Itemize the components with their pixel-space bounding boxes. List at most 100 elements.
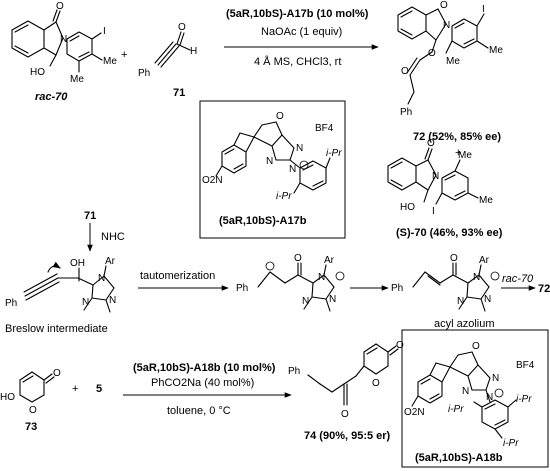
atom-n: N bbox=[296, 143, 303, 154]
atom-o: O bbox=[440, 0, 448, 11]
positive-charge bbox=[490, 271, 500, 281]
reagent-5: 5 bbox=[96, 383, 102, 395]
atom-n: N bbox=[289, 164, 296, 175]
atom-n: N bbox=[486, 392, 493, 403]
atom-o: O bbox=[428, 48, 436, 59]
reactant-rac-70: rac-70 bbox=[502, 273, 534, 285]
catalyst-a17b-structure bbox=[215, 121, 331, 194]
substrate-label: rac-70 bbox=[35, 91, 68, 103]
substituent-ipr: i-Pr bbox=[448, 404, 464, 415]
positive-charge bbox=[299, 160, 309, 170]
atom-oh: OH bbox=[70, 258, 85, 269]
atom-ph: Ph bbox=[236, 283, 248, 294]
substituent-nitro: O2N bbox=[202, 175, 223, 186]
atom-ho: HO bbox=[30, 67, 45, 78]
atom-o: O bbox=[450, 253, 458, 264]
atom-n: N bbox=[457, 296, 464, 307]
substrate-73-structure bbox=[19, 371, 55, 403]
atom-o: O bbox=[29, 405, 37, 416]
atom-me: Me bbox=[446, 56, 460, 67]
condition-additive: PhCO2Na (40 mol%) bbox=[151, 377, 254, 389]
atom-n: N bbox=[318, 272, 325, 283]
substituent-nitro: O2N bbox=[404, 407, 425, 418]
product-74-label: 74 (90%, 95:5 er) bbox=[304, 430, 391, 442]
plus-sign: + bbox=[121, 49, 127, 61]
substrate-rac-70-structure bbox=[11, 9, 103, 73]
atom-o: O bbox=[472, 341, 480, 352]
atom-me: Me bbox=[458, 150, 472, 161]
atom-o: O bbox=[372, 378, 380, 389]
atom-ar: Ar bbox=[105, 256, 116, 267]
product-72: 72 bbox=[538, 283, 550, 295]
catalyst-label: (5aR,10bS)-A17b bbox=[219, 215, 307, 227]
positive-charge bbox=[494, 388, 504, 398]
plus-sign: + bbox=[455, 147, 461, 159]
recovered-s-70-structure bbox=[387, 147, 479, 205]
atom-n: N bbox=[266, 156, 273, 167]
atom-ph: Ph bbox=[5, 298, 17, 309]
product-label: 72 (52%, 85% ee) bbox=[413, 131, 501, 143]
atom-o: O bbox=[401, 66, 409, 77]
breslow-label: Breslow intermediate bbox=[5, 323, 108, 335]
atom-i: I bbox=[432, 206, 435, 217]
atom-n: N bbox=[98, 273, 105, 284]
atom-me: Me bbox=[103, 56, 117, 67]
atom-n: N bbox=[492, 373, 499, 384]
atom-ar: Ar bbox=[479, 255, 490, 266]
reagent-71-structure bbox=[154, 31, 191, 68]
atom-h: H bbox=[190, 46, 197, 57]
acyl-azolium-structure bbox=[412, 262, 490, 312]
atom-n: N bbox=[329, 294, 336, 305]
atom-n: N bbox=[432, 171, 439, 182]
atom-me: Me bbox=[479, 195, 493, 206]
condition-catalyst: (5aR,10bS)-A18b (10 mol%) bbox=[133, 362, 276, 374]
atom-n: N bbox=[60, 34, 67, 45]
atom-o: O bbox=[427, 138, 435, 149]
acyl-azolium-label: acyl azolium bbox=[434, 318, 495, 330]
atom-n: N bbox=[443, 20, 450, 31]
atom-n: N bbox=[302, 296, 309, 307]
catalyst-a17b-box bbox=[199, 100, 346, 239]
positive-charge bbox=[335, 271, 345, 281]
atom-me: Me bbox=[489, 45, 503, 56]
catalyst-a18b-box bbox=[401, 329, 549, 468]
reagent-label: 71 bbox=[173, 87, 185, 99]
tautomerization-label: tautomerization bbox=[140, 270, 215, 282]
atom-ph: Ph bbox=[400, 107, 412, 118]
atom-i: I bbox=[103, 26, 106, 37]
atom-n: N bbox=[462, 386, 469, 397]
plus-sign: + bbox=[72, 383, 78, 395]
atom-o: O bbox=[276, 111, 284, 122]
catalyst-label: (5aR,10bS)-A18b bbox=[415, 452, 503, 464]
condition-solvent: 4 Å MS, CHCl3, rt bbox=[254, 55, 341, 68]
substituent-ipr: i-Pr bbox=[503, 438, 519, 449]
condition-base: NaOAc (1 equiv) bbox=[261, 26, 342, 38]
nhc-label: NHC bbox=[101, 231, 125, 243]
atom-ph: Ph bbox=[391, 283, 403, 294]
breslow-intermediate-structure bbox=[23, 261, 115, 313]
mechanism-start-71: 71 bbox=[84, 210, 96, 222]
atom-i: I bbox=[482, 4, 485, 15]
catalyst-a18b-structure bbox=[411, 351, 517, 439]
atom-n: N bbox=[82, 297, 89, 308]
condition-catalyst: (5aR,10bS)-A17b (10 mol%) bbox=[226, 8, 369, 20]
atom-o: O bbox=[396, 340, 404, 351]
atom-o: O bbox=[294, 253, 302, 264]
atom-ph: Ph bbox=[138, 68, 150, 79]
negative-charge bbox=[265, 261, 275, 271]
atom-o: O bbox=[341, 409, 349, 420]
atom-o: O bbox=[178, 22, 186, 33]
atom-ph: Ph bbox=[288, 366, 300, 377]
atom-me: Me bbox=[70, 74, 84, 85]
product-74-structure bbox=[307, 343, 399, 406]
condition-solvent: toluene, 0 °C bbox=[167, 405, 231, 417]
atom-o: O bbox=[56, 1, 64, 12]
atom-n: N bbox=[484, 294, 491, 305]
substrate-73-label: 73 bbox=[25, 421, 37, 433]
atom-ar: Ar bbox=[324, 255, 335, 266]
substituent-ipr: i-Pr bbox=[326, 148, 342, 159]
atom-n: N bbox=[473, 272, 480, 283]
atom-n: N bbox=[109, 295, 116, 306]
substituent-ipr: i-Pr bbox=[516, 394, 532, 405]
